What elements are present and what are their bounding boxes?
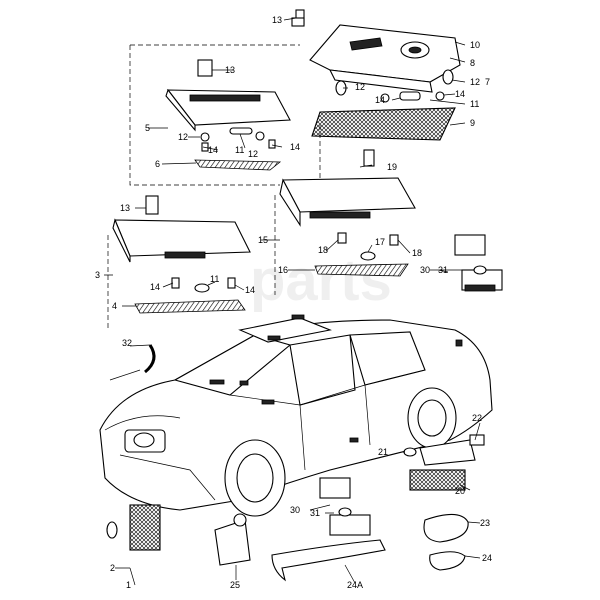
callout-13: 13 <box>120 203 130 213</box>
callout-22: 22 <box>472 413 482 423</box>
callout-16: 16 <box>278 265 288 275</box>
front-reading-light-assembly <box>165 59 291 171</box>
callout-18: 18 <box>412 248 422 258</box>
callout-13: 13 <box>225 65 235 75</box>
callout-3: 3 <box>95 270 100 280</box>
callout-14: 14 <box>375 95 385 105</box>
callout-17: 17 <box>375 237 385 247</box>
callout-labels: 13 10 8 12 12 7 14 14 11 9 13 5 12 12 14… <box>95 15 492 590</box>
callout-24: 24 <box>482 553 492 563</box>
callout-7: 7 <box>485 77 490 87</box>
overhead-console-assembly <box>291 9 461 103</box>
callout-11: 11 <box>210 274 219 284</box>
callout-30: 30 <box>420 265 430 275</box>
callout-23: 23 <box>480 518 490 528</box>
callout-31: 31 <box>310 508 320 518</box>
rear-right-reading-light-assembly <box>279 149 416 277</box>
callout-15: 15 <box>258 235 268 245</box>
leader-lines <box>104 17 481 586</box>
callout-14: 14 <box>150 282 160 292</box>
car-body-illustration <box>99 314 493 517</box>
callout-25: 25 <box>230 580 240 590</box>
callout-14: 14 <box>455 89 465 99</box>
callout-11: 11 <box>470 99 479 109</box>
callout-14: 14 <box>208 145 218 155</box>
callout-30: 30 <box>290 505 300 515</box>
callout-19: 19 <box>387 162 397 172</box>
callout-1: 1 <box>126 580 131 590</box>
door-contact-light-upper <box>454 234 503 292</box>
callout-31: 31 <box>438 265 448 275</box>
callout-12: 12 <box>470 77 480 87</box>
callout-12: 12 <box>355 82 365 92</box>
callout-32: 32 <box>122 338 132 348</box>
callout-20: 20 <box>455 486 465 496</box>
callout-10: 10 <box>470 40 480 50</box>
callout-21: 21 <box>378 447 388 457</box>
callout-12: 12 <box>178 132 188 142</box>
callout-9: 9 <box>470 118 475 128</box>
callout-11: 11 <box>235 145 244 155</box>
callout-14: 14 <box>245 285 255 295</box>
lower-components <box>106 344 485 582</box>
callout-14: 14 <box>290 142 300 152</box>
callout-2: 2 <box>110 563 115 573</box>
callout-24A: 24A <box>347 580 363 590</box>
callout-4: 4 <box>112 301 117 311</box>
callout-12: 12 <box>248 149 258 159</box>
callout-18: 18 <box>318 245 328 255</box>
callout-5: 5 <box>145 123 150 133</box>
callout-8: 8 <box>470 58 475 68</box>
rear-left-reading-light-assembly <box>112 195 251 314</box>
console-lens-panel <box>311 107 456 141</box>
callout-6: 6 <box>155 159 160 169</box>
callout-13: 13 <box>272 15 282 25</box>
